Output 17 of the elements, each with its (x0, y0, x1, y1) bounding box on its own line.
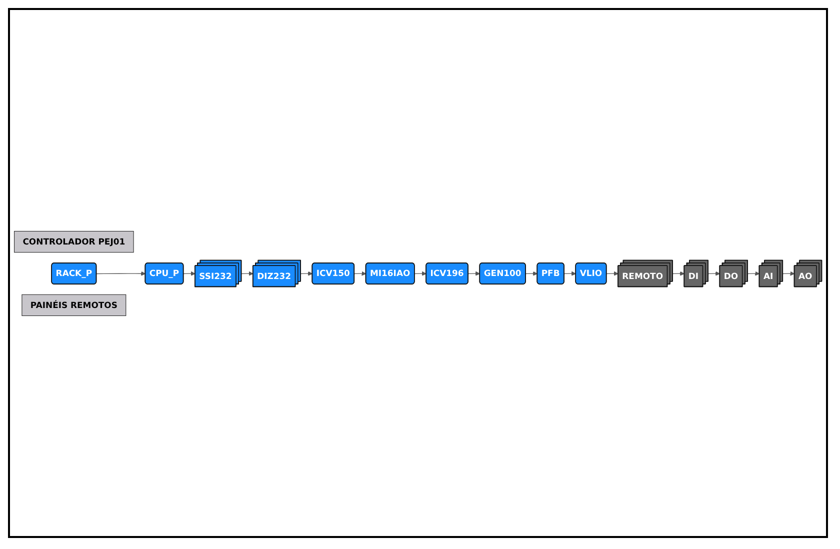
arrow (414, 270, 426, 276)
arrow (468, 270, 480, 276)
arrow (96, 270, 146, 276)
arrow (708, 270, 720, 276)
arrow (564, 270, 576, 276)
arrow (672, 270, 685, 276)
arrow (300, 270, 313, 276)
flow-diagram: CONTROLADOR PEJ01 RACK_P CPU_P SSI232 DIZ232 ICV150 MI16IAO ICV196 GEN100 PFB VLIO PAINÉIS REMOTOS REMOTO DI DO AI AO (10, 226, 826, 320)
arrow (748, 270, 760, 276)
arrow (183, 270, 196, 276)
arrow (525, 270, 538, 276)
arrow (606, 270, 618, 276)
arrow (241, 270, 254, 276)
node-box (14, 230, 134, 252)
arrow (354, 270, 366, 276)
node-box (22, 294, 126, 316)
arrow (782, 270, 795, 276)
